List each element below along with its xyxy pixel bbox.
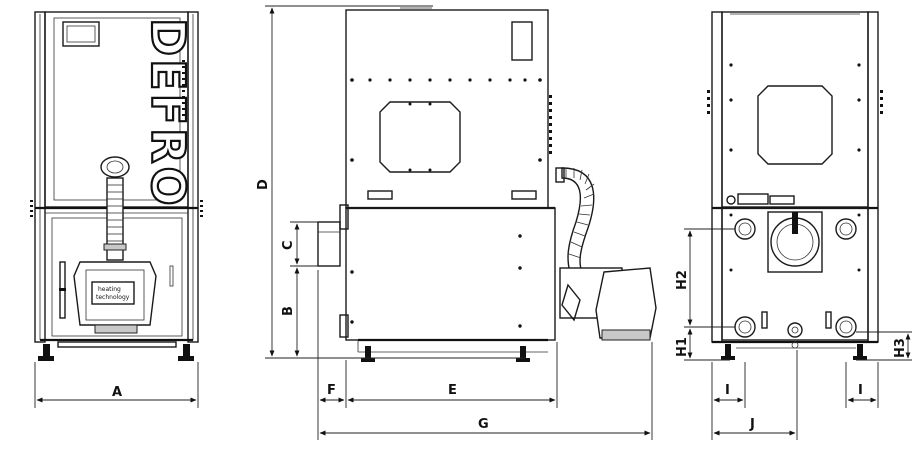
brand-logo: DEFRO [141,18,195,209]
inspection-cover [379,101,461,173]
burner-plate-line1: heating [98,286,121,293]
dim-label-e: E [448,383,457,398]
dim-label-a: A [112,385,122,400]
fuel-feed-pipe [100,156,130,261]
dim-label-f: F [327,383,336,398]
dim-label-h2: H2 [675,270,690,290]
flue-outlet [317,221,341,267]
burner-side [559,267,657,341]
dim-label-g: G [478,417,489,432]
side-view: D C B F E G [256,5,657,440]
dim-label-c: C [281,240,296,250]
dim-label-b: B [281,306,296,316]
rear-inspection-cover [757,85,833,165]
return-connections [734,218,857,338]
fuel-hose-side [555,167,595,273]
dim-label-i-left: I [725,383,730,398]
dim-label-h3: H3 [893,338,908,358]
dim-label-h1: H1 [675,337,690,357]
controller-display [62,21,100,47]
burner-unit: heating technology [73,261,157,334]
dim-label-i-right: I [858,383,863,398]
dim-label-j: J [749,417,755,432]
rear-view: H2 H1 H3 I I J [675,11,912,440]
front-view: DEFRO [30,11,203,408]
dim-label-d: D [256,179,271,190]
burner-plate-line2: technology [96,294,130,301]
